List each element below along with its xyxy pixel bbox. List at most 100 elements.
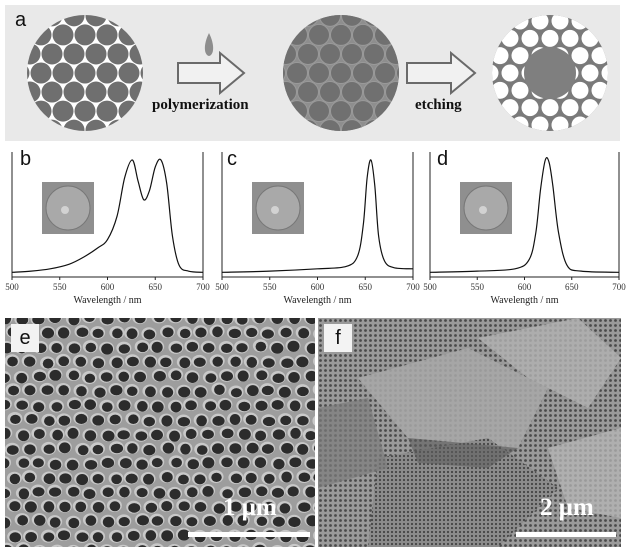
pore — [203, 318, 215, 326]
pore — [5, 342, 13, 354]
pore — [297, 443, 309, 455]
pore — [272, 516, 285, 527]
pore — [24, 501, 37, 513]
pore — [126, 328, 138, 340]
panel-label-a: a — [15, 9, 27, 31]
pore — [287, 340, 300, 352]
panel-label-f: f — [324, 324, 352, 352]
pore — [255, 430, 267, 442]
pore — [5, 427, 11, 440]
pore — [179, 357, 191, 369]
pore — [18, 488, 30, 500]
pore — [43, 444, 55, 454]
pore — [111, 532, 123, 543]
pore — [68, 370, 80, 381]
pore — [127, 443, 138, 454]
inset-highlight — [271, 206, 279, 214]
pore-rim — [312, 502, 315, 513]
pore — [128, 414, 139, 425]
pore — [26, 413, 38, 424]
pore — [202, 457, 215, 469]
pore — [313, 445, 315, 451]
pore — [230, 501, 242, 512]
pore — [153, 488, 166, 499]
pore — [101, 318, 114, 325]
pore — [177, 529, 191, 541]
pore — [194, 387, 207, 398]
pore — [245, 502, 257, 513]
pore-rim — [184, 543, 198, 547]
pore — [138, 545, 147, 547]
pore — [298, 502, 311, 512]
pore — [143, 473, 155, 485]
pore — [101, 457, 115, 469]
pore — [169, 430, 181, 442]
pore — [48, 487, 62, 497]
pore — [188, 546, 195, 547]
panel-label-b: b — [20, 148, 32, 170]
sem-fracture-f — [318, 318, 621, 547]
pore — [223, 546, 230, 547]
pore — [153, 370, 166, 382]
pore — [68, 318, 80, 326]
pore — [236, 318, 248, 325]
pore — [211, 472, 222, 483]
pore — [49, 517, 61, 528]
panel-label-e: e — [11, 324, 39, 352]
pore — [144, 356, 157, 368]
x-tick-label: 600 — [101, 282, 115, 292]
pore — [298, 472, 311, 483]
pore — [137, 342, 149, 353]
panel-label-d: d — [437, 148, 449, 170]
pore — [9, 501, 21, 512]
pore-rim — [100, 544, 113, 547]
pore — [239, 428, 251, 440]
pore — [271, 487, 285, 498]
pore — [32, 318, 45, 325]
pore — [281, 358, 294, 369]
pore — [112, 328, 123, 339]
pore — [230, 356, 241, 367]
pore — [18, 430, 30, 442]
pore — [42, 358, 54, 369]
pore — [92, 532, 104, 543]
pore — [205, 401, 217, 411]
droplet-icon — [204, 33, 214, 56]
pore — [237, 515, 249, 526]
pore — [51, 343, 62, 353]
pore — [271, 399, 284, 410]
pore — [162, 327, 174, 338]
pore — [313, 473, 315, 481]
arrow-right-icon — [406, 50, 477, 96]
pore — [84, 373, 96, 383]
scale-bar-e — [188, 532, 310, 537]
pore — [305, 370, 315, 382]
pore — [298, 328, 310, 339]
pore — [110, 443, 124, 454]
pore — [212, 356, 223, 367]
pore — [24, 444, 36, 455]
pore — [230, 473, 243, 484]
pore — [68, 399, 81, 410]
pore — [160, 357, 172, 368]
pore — [195, 327, 207, 338]
pore — [59, 473, 72, 484]
pore — [119, 458, 132, 469]
pore — [76, 386, 87, 397]
pore — [143, 445, 156, 456]
x-tick-label: 700 — [612, 282, 626, 292]
x-tick-label: 600 — [518, 282, 532, 292]
pore — [151, 457, 163, 468]
pore — [151, 429, 163, 441]
pore — [102, 487, 114, 498]
pore — [193, 357, 206, 367]
pore — [246, 357, 258, 368]
pore — [228, 328, 241, 339]
pore — [246, 442, 259, 454]
pore — [246, 385, 259, 397]
pore — [34, 514, 46, 526]
pore — [24, 472, 36, 483]
spectrum-line — [429, 157, 620, 273]
pore — [206, 545, 215, 547]
step-polymerization: polymerization — [152, 97, 249, 113]
